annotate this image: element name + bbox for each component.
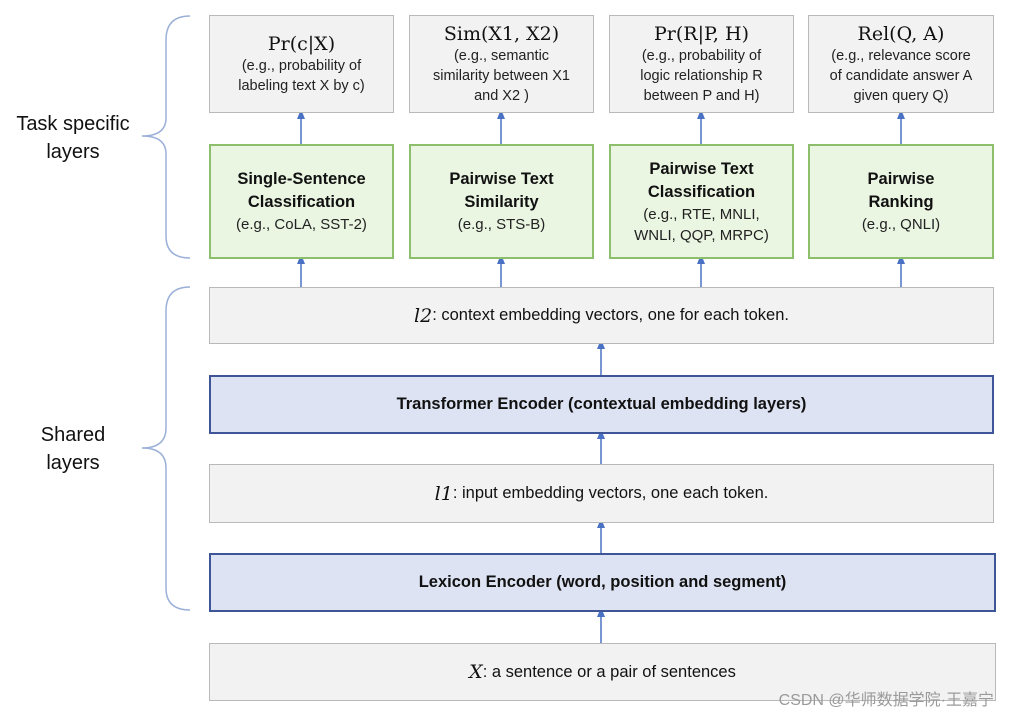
input-variable: X bbox=[469, 661, 483, 683]
input-description: : a sentence or a pair of sentences bbox=[482, 662, 736, 681]
shared-layers-brace bbox=[141, 286, 191, 611]
output-formula: Pr(R|P, H) bbox=[654, 23, 749, 45]
output-box-relationship: Pr(R|P, H) (e.g., probability of logic r… bbox=[609, 15, 794, 113]
task-box-single-sentence-classification: Single-Sentence Classification (e.g., Co… bbox=[209, 144, 394, 259]
output-formula: Pr(c|X) bbox=[267, 33, 336, 55]
output-formula: Sim(X1, X2) bbox=[443, 23, 560, 45]
l2-variable: l2 bbox=[414, 304, 433, 327]
l1-variable: l1 bbox=[434, 482, 453, 505]
shared-layers-label: Shared layers bbox=[40, 424, 106, 474]
l1-input-embedding-box: l1 : input embedding vectors, one each t… bbox=[209, 464, 994, 523]
task-layers-brace bbox=[141, 15, 191, 259]
l1-description: : input embedding vectors, one each toke… bbox=[452, 484, 769, 502]
task-box-pairwise-ranking: Pairwise Ranking (e.g., QNLI) bbox=[808, 144, 994, 259]
transformer-encoder-box: Transformer Encoder (contextual embeddin… bbox=[209, 375, 994, 434]
watermark: CSDN @华师数据学院·王嘉宁 bbox=[778, 692, 994, 709]
task-box-pairwise-text-similarity: Pairwise Text Similarity (e.g., STS-B) bbox=[409, 144, 594, 259]
l2-description: : context embedding vectors, one for eac… bbox=[432, 306, 789, 324]
l2-context-embedding-box: l2 : context embedding vectors, one for … bbox=[209, 287, 994, 344]
task-specific-layers-label: Task specific layers bbox=[16, 113, 130, 163]
lexicon-encoder-box: Lexicon Encoder (word, position and segm… bbox=[209, 553, 996, 612]
input-sentence-box: X : a sentence or a pair of sentences bbox=[209, 643, 996, 701]
output-box-relevance: Rel(Q, A) (e.g., relevance score of cand… bbox=[808, 15, 994, 113]
task-box-pairwise-text-classification: Pairwise Text Classification (e.g., RTE,… bbox=[609, 144, 794, 259]
output-box-classification: Pr(c|X) (e.g., probability of labeling t… bbox=[209, 15, 394, 113]
output-box-similarity: Sim(X1, X2) (e.g., semantic similarity b… bbox=[409, 15, 594, 113]
output-formula: Rel(Q, A) bbox=[857, 23, 945, 45]
